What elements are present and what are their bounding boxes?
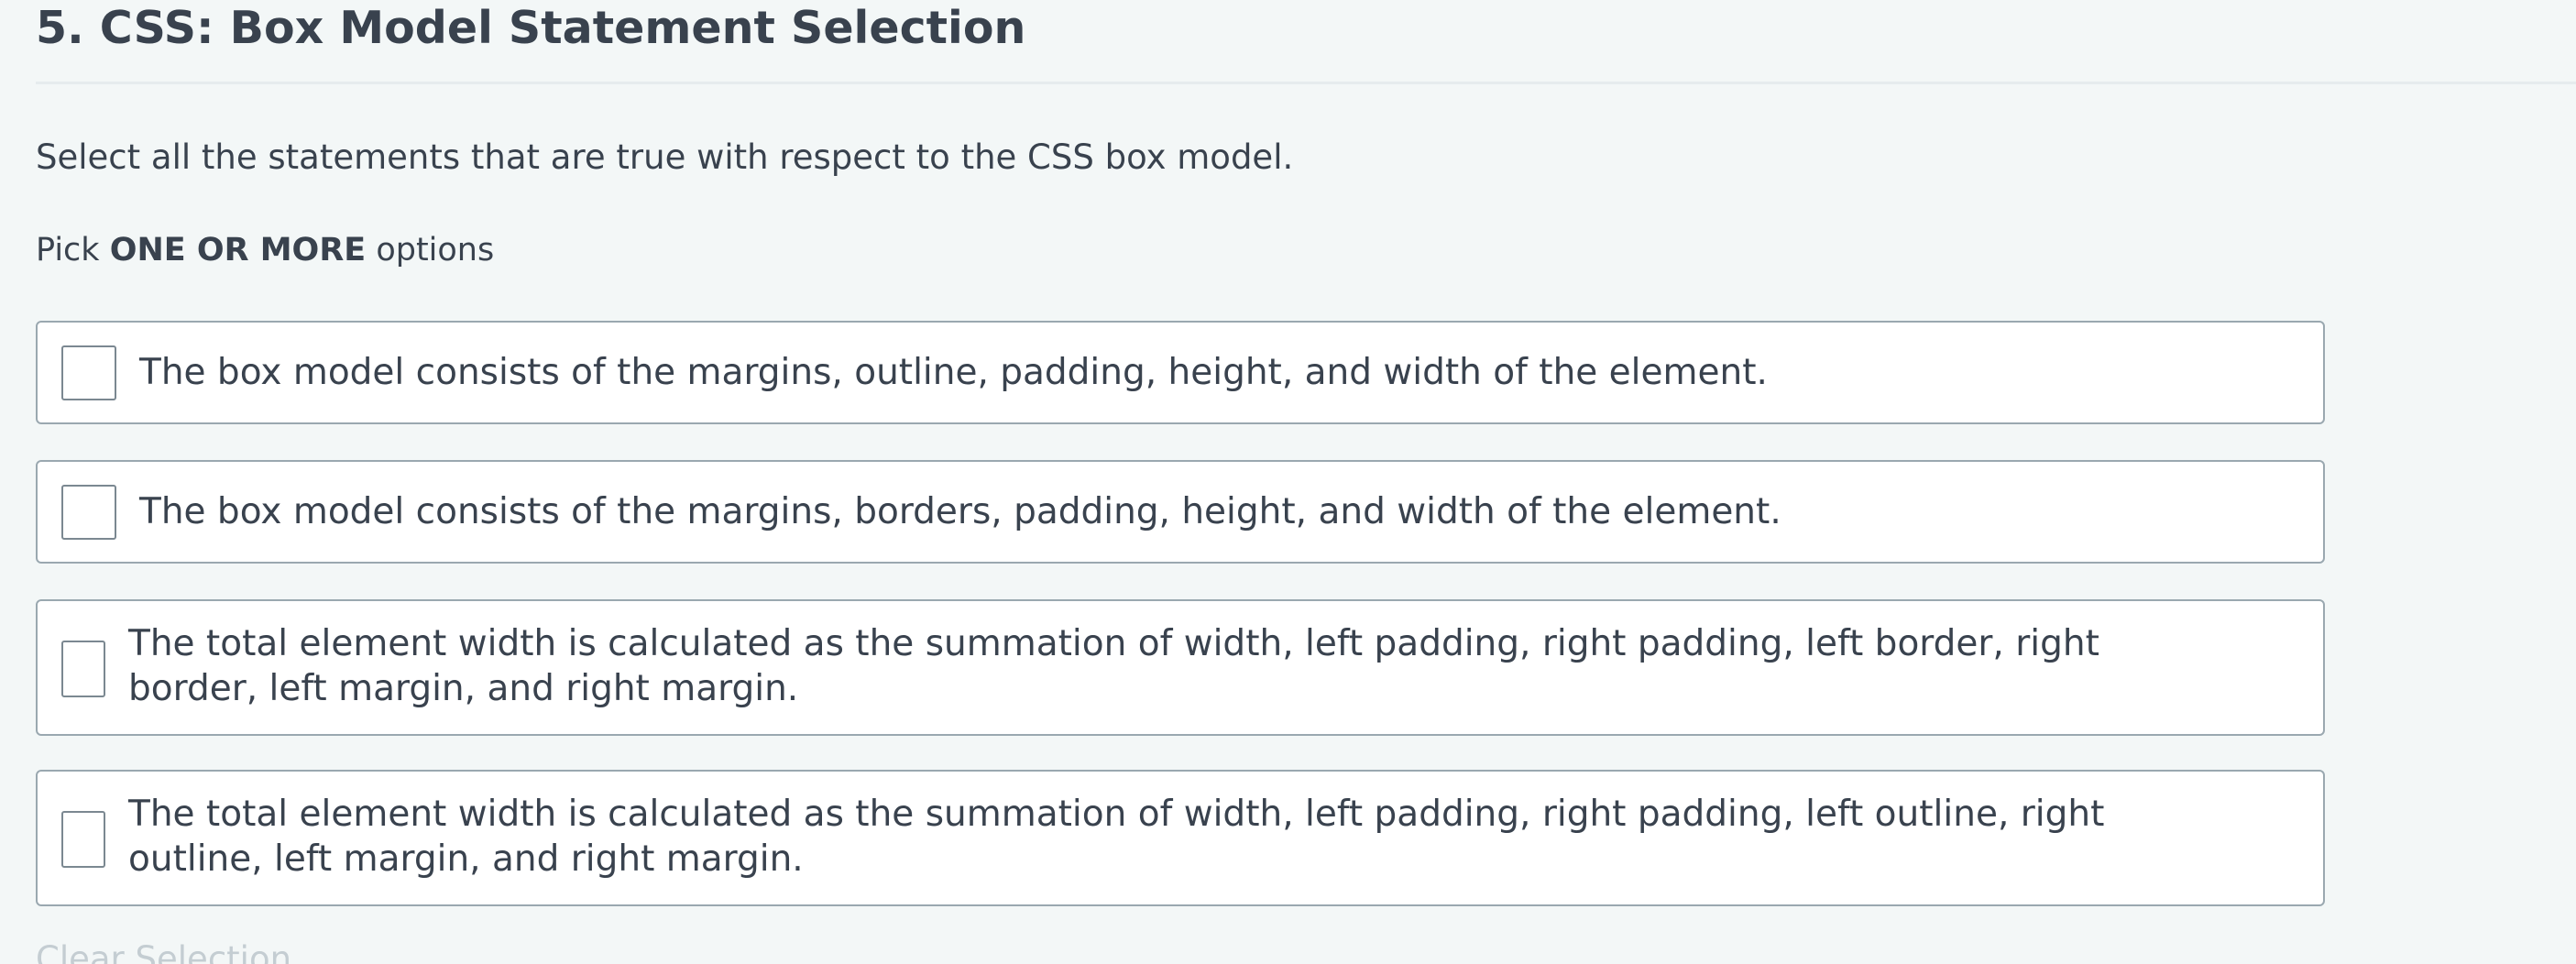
title-divider xyxy=(36,82,2576,84)
option-2-checkbox[interactable] xyxy=(61,485,116,540)
option-1-checkbox[interactable] xyxy=(61,345,116,400)
option-4[interactable]: The total element width is calculated as… xyxy=(36,770,2325,906)
option-2[interactable]: The box model consists of the margins, b… xyxy=(36,460,2325,564)
pick-instruction: Pick ONE OR MORE options xyxy=(36,229,494,271)
option-4-checkbox[interactable] xyxy=(61,811,105,868)
question-title: 5. CSS: Box Model Statement Selection xyxy=(36,2,1026,54)
option-3[interactable]: The total element width is calculated as… xyxy=(36,599,2325,736)
option-4-text: The total element width is calculated as… xyxy=(128,794,2105,880)
option-1-text: The box model consists of the margins, o… xyxy=(139,352,1768,393)
pick-suffix: options xyxy=(366,232,495,268)
clear-selection-link[interactable]: Clear Selection xyxy=(36,939,292,964)
option-2-text: The box model consists of the margins, b… xyxy=(139,491,1781,532)
pick-prefix: Pick xyxy=(36,232,110,268)
pick-emphasis: ONE OR MORE xyxy=(109,232,367,268)
option-3-checkbox[interactable] xyxy=(61,641,105,697)
option-1[interactable]: The box model consists of the margins, o… xyxy=(36,321,2325,424)
option-3-text: The total element width is calculated as… xyxy=(128,623,2099,709)
question-prompt: Select all the statements that are true … xyxy=(36,137,1294,177)
